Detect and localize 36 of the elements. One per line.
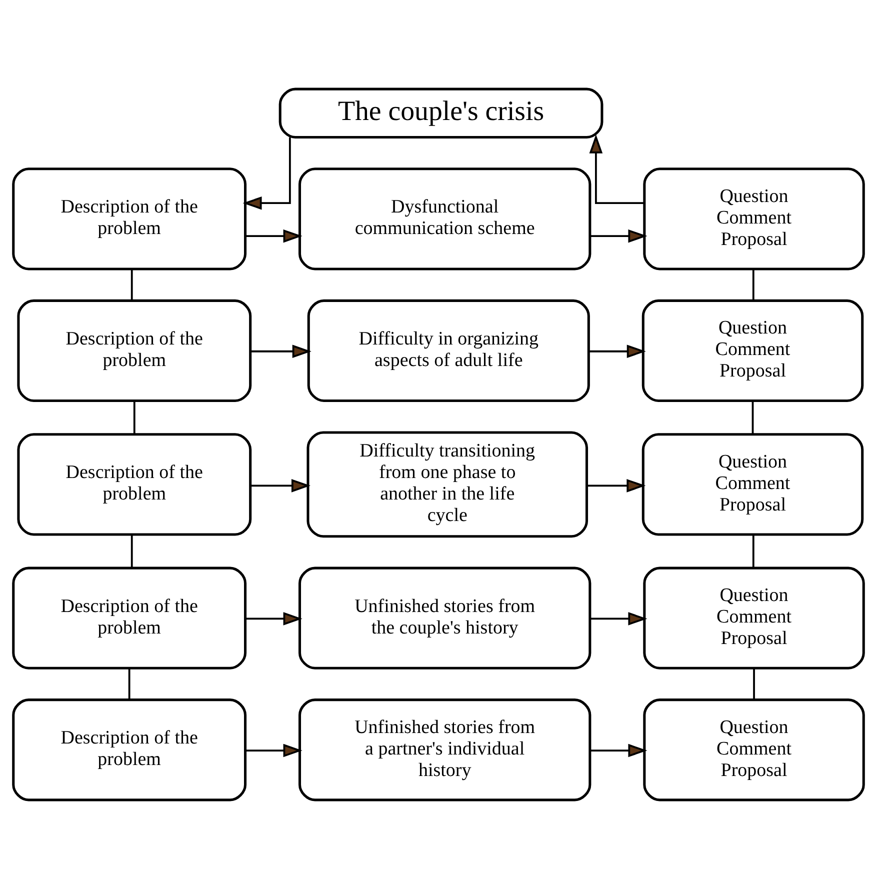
- connector: [752, 400, 754, 434]
- connector: [752, 268, 754, 300]
- connector: [753, 668, 755, 700]
- node-box: Question Comment Proposal: [642, 432, 864, 536]
- node-box: Question Comment Proposal: [642, 298, 864, 402]
- node-box: Description of the problem: [12, 698, 247, 801]
- connector: [128, 668, 130, 700]
- node-box: Difficulty in organizing aspects of adult life: [307, 298, 590, 402]
- node-box: Description of the problem: [17, 298, 252, 402]
- connector: [130, 268, 133, 300]
- arrow: [245, 228, 302, 242]
- arrow: [245, 612, 302, 625]
- arrow: [590, 743, 648, 757]
- node-box: Question Comment Proposal: [643, 698, 865, 801]
- node-box: Description of the problem: [12, 167, 247, 270]
- node-box: Unfinished stories from a partner's individual history: [298, 698, 592, 801]
- connector: [133, 400, 136, 434]
- node-box: Unfinished stories from the couple's history: [298, 566, 592, 669]
- arrow: [245, 743, 302, 757]
- node-box: Question Comment Proposal: [643, 167, 865, 270]
- arrow: [242, 136, 291, 210]
- connector: [752, 534, 754, 568]
- connector: [130, 534, 133, 568]
- arrow: [589, 134, 644, 204]
- node-box: Dysfunctional communication scheme: [298, 167, 592, 270]
- arrow: [250, 478, 310, 492]
- node-box: The couple's crisis: [278, 87, 604, 138]
- arrow: [590, 228, 648, 242]
- arrow: [250, 344, 312, 358]
- arrow: [587, 478, 646, 492]
- node-box: Difficulty transitioning from one phase to another in the life cycle: [306, 430, 588, 538]
- arrow: [590, 612, 648, 625]
- node-box: Question Comment Proposal: [643, 566, 865, 669]
- node-box: Description of the problem: [12, 566, 247, 669]
- arrow: [588, 344, 646, 358]
- node-box: Description of the problem: [17, 432, 252, 536]
